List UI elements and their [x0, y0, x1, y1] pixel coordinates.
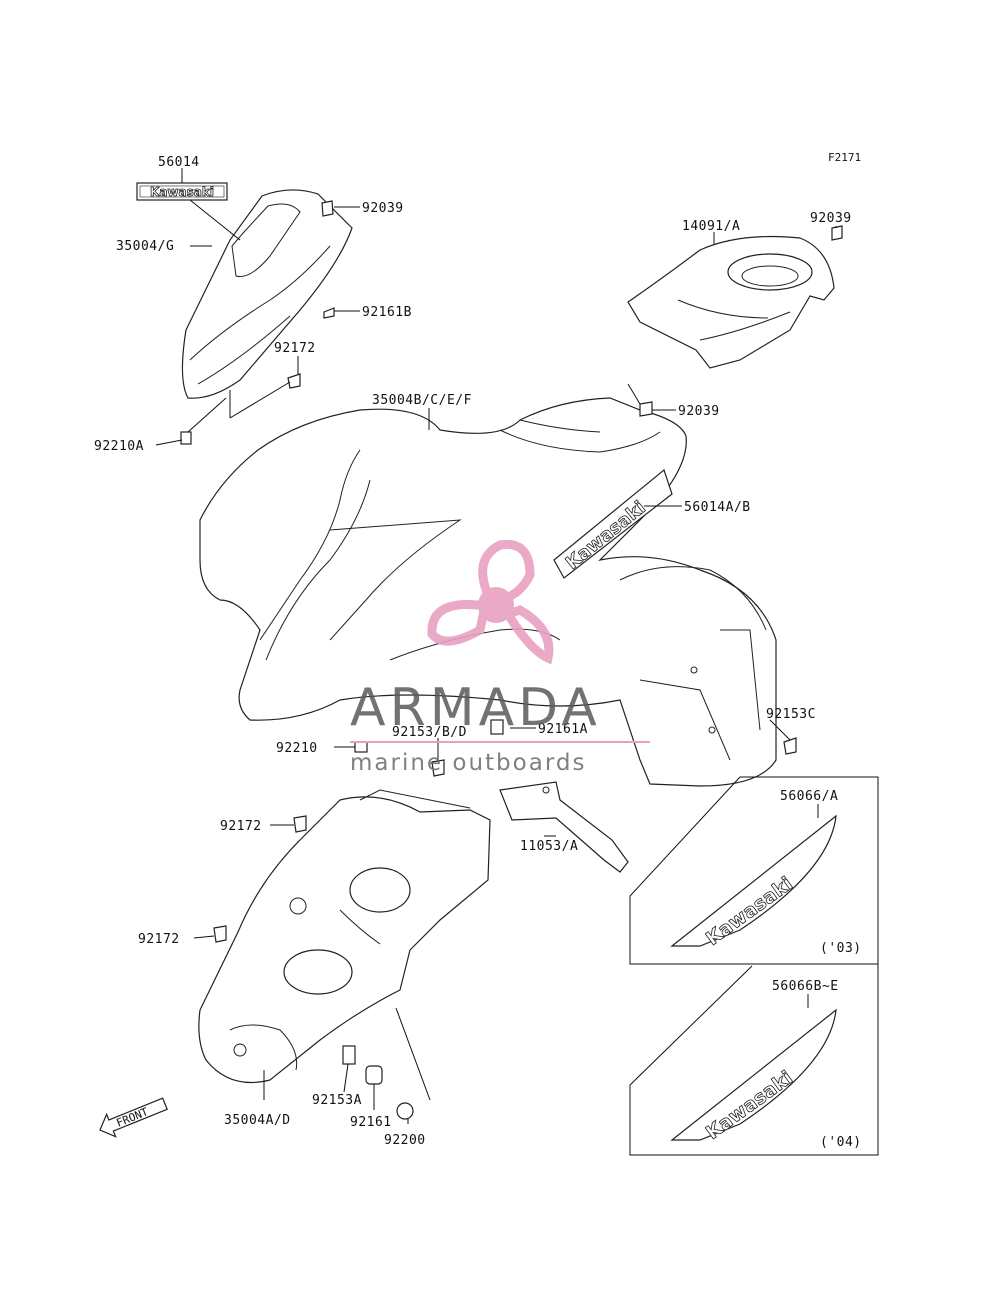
label-56066be: 56066B~E [772, 979, 839, 994]
part-labels: 56014 35004/G 92039 92161B 92172 92210A … [94, 155, 852, 1148]
label-92172-mid: 92172 [220, 819, 262, 834]
decal-56014: Kawasaki [136, 182, 228, 201]
label-35004bcef: 35004B/C/E/F [372, 393, 472, 408]
inner-fender-part [198, 789, 491, 1084]
front-arrow: FRONT [99, 1097, 168, 1138]
label-35004ad: 35004A/D [224, 1113, 291, 1128]
label-92039-b: 92039 [810, 211, 852, 226]
label-92161: 92161 [350, 1115, 392, 1130]
label-14091a: 14091/A [682, 219, 740, 234]
figure-code: F2171 [828, 151, 861, 164]
front-arrow-label: FRONT [114, 1105, 150, 1130]
label-56014ab: 56014A/B [684, 500, 751, 515]
label-92039-a: 92039 [362, 201, 404, 216]
watermark-title: ARMADA [350, 678, 601, 738]
label-35004g: 35004/G [116, 239, 174, 254]
bracket-part [499, 781, 629, 873]
label-92039-c: 92039 [678, 404, 720, 419]
leader-lines [155, 168, 837, 1124]
seat-cover-part [181, 189, 353, 399]
label-92153bd: 92153/B/D [392, 725, 467, 740]
hardware-parts [180, 200, 843, 1120]
label-92172-low: 92172 [138, 932, 180, 947]
label-56014: 56014 [158, 155, 200, 170]
propeller-icon [427, 539, 554, 665]
decal-variants-box: 56066/A Kawasaki ('03) 56066B~E Kawasaki… [629, 776, 879, 1156]
label-92200: 92200 [384, 1133, 426, 1148]
tank-cover-part [627, 235, 835, 369]
label-92210a: 92210A [94, 439, 144, 454]
label-11053a: 11053/A [520, 839, 578, 854]
watermark: ARMADA marine outboards [350, 539, 650, 776]
label-92172-top: 92172 [274, 341, 316, 356]
label-92161b: 92161B [362, 305, 412, 320]
decal-56014-brand: Kawasaki [150, 185, 214, 199]
label-92153a: 92153A [312, 1093, 362, 1108]
label-92161a: 92161A [538, 722, 588, 737]
label-92153c: 92153C [766, 707, 816, 722]
label-year-04: ('04) [820, 1135, 862, 1150]
label-92210: 92210 [276, 741, 318, 756]
watermark-subtitle: marine outboards [350, 750, 586, 776]
label-56066a: 56066/A [780, 789, 838, 804]
label-year-03: ('03) [820, 941, 862, 956]
